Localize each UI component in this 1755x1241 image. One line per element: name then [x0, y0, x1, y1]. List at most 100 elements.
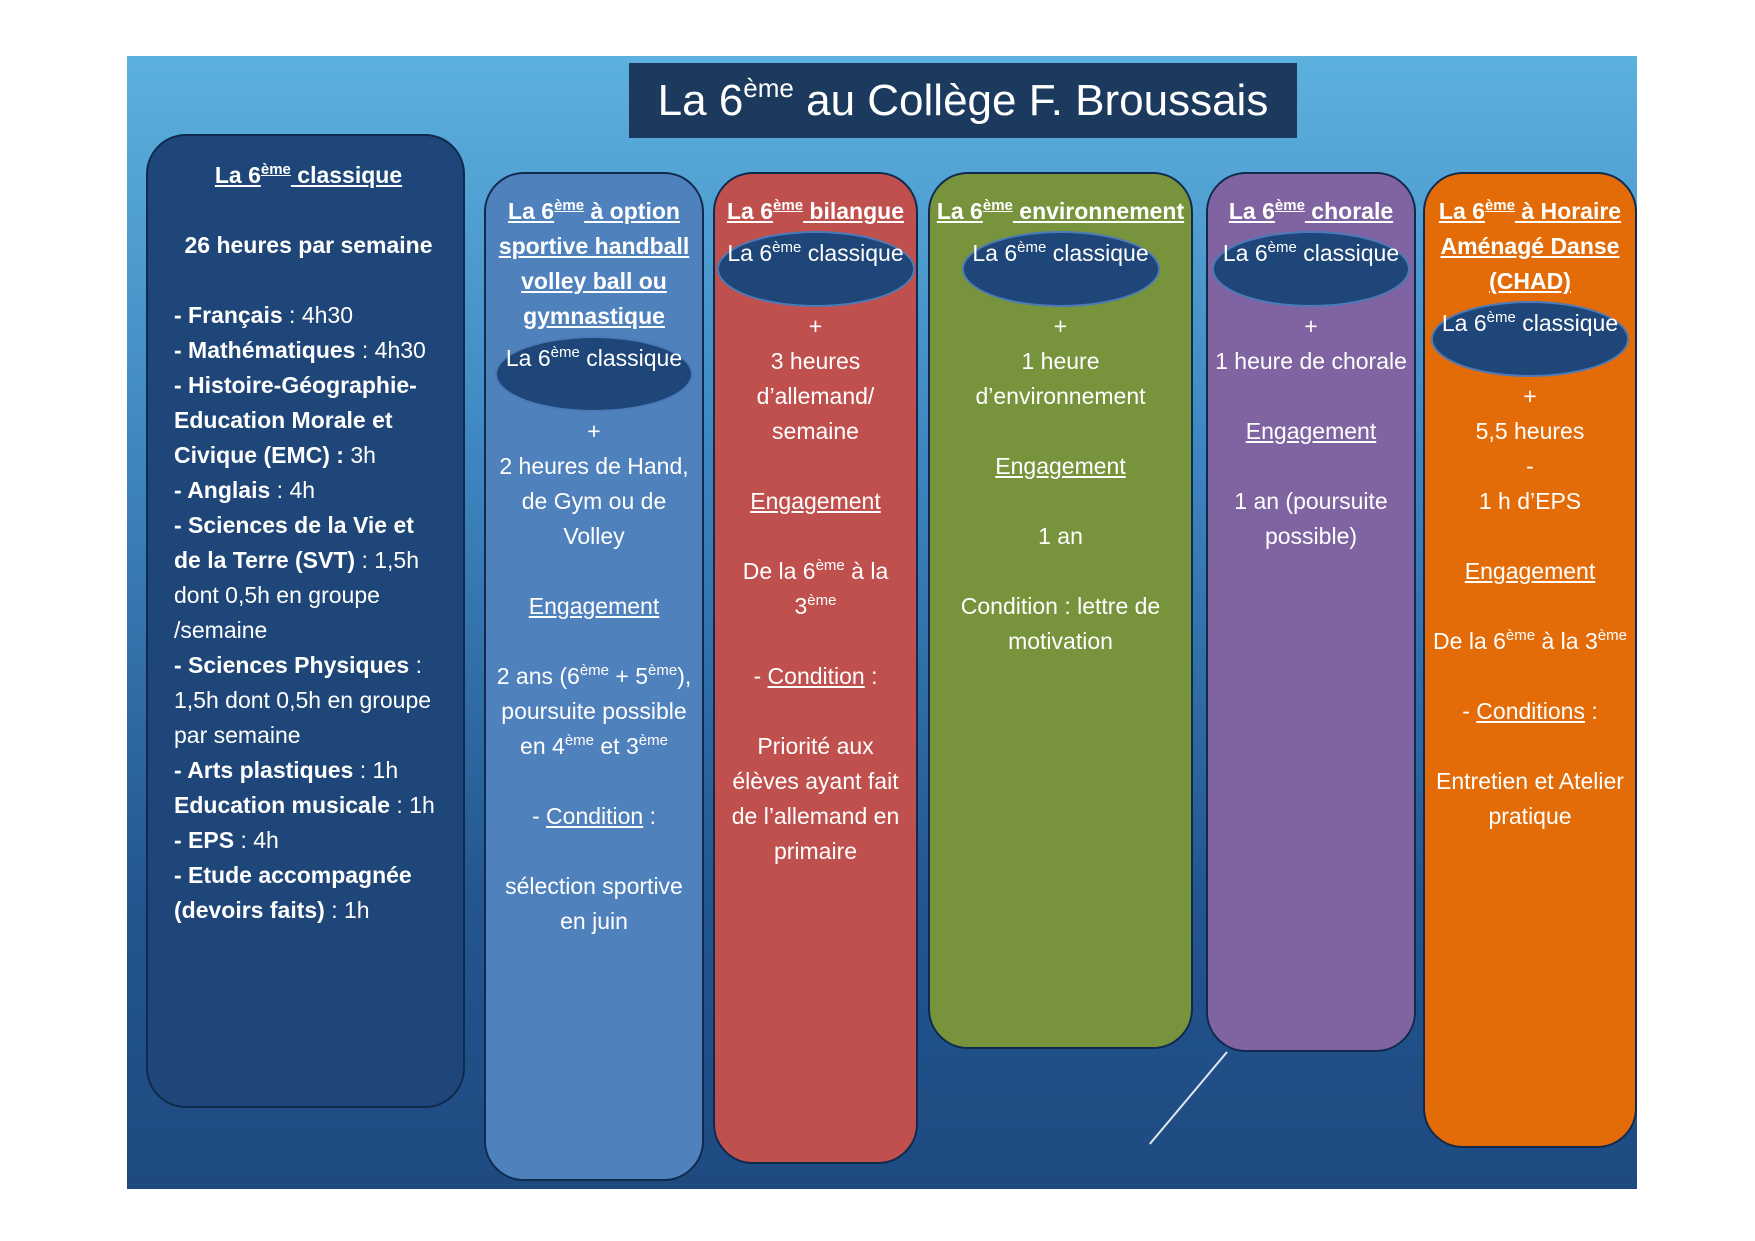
text-segment: à Horaire Aménagé Danse (CHAD): [1440, 198, 1622, 294]
column-text: 3 heures d’allemand/ semaine: [715, 344, 916, 449]
spacer: [486, 764, 702, 799]
text-segment: ème: [1267, 239, 1297, 256]
text-segment: chorale: [1304, 198, 1394, 224]
text-segment: De la 6: [742, 558, 816, 584]
spacer: [1425, 589, 1635, 624]
classique-ellipse: La 6ème classique: [495, 336, 693, 412]
text-segment: :: [643, 803, 657, 829]
spacer: [715, 449, 916, 484]
column-text: 1 heure de chorale: [1208, 344, 1414, 379]
text-segment: La 6: [508, 198, 555, 224]
text-segment: ème: [1274, 197, 1305, 214]
text-segment: environnement: [1012, 198, 1185, 224]
column-text: +: [930, 309, 1191, 344]
text-segment: sélection sportive en juin: [505, 873, 683, 934]
text-segment: - Histoire-Géographie-Education Morale e…: [174, 372, 417, 468]
text-segment: classique: [290, 162, 403, 188]
text-segment: à la 3: [794, 558, 889, 619]
text-segment: à la 3: [1535, 628, 1598, 654]
spacer: [1425, 659, 1635, 694]
text-segment: +: [808, 313, 823, 339]
column-text: 5,5 heures: [1425, 414, 1635, 449]
text-segment: :: [864, 663, 878, 689]
column-heading: La 6ème chorale: [1208, 194, 1414, 229]
text-segment: : 1,5h dont 0,5h en groupe par semaine: [174, 652, 432, 748]
column-text: Engagement: [486, 589, 702, 624]
text-segment: ème: [982, 197, 1013, 214]
column-text: 1 h d’EPS: [1425, 484, 1635, 519]
text-segment: ème: [772, 239, 802, 256]
text-segment: : 1h: [390, 792, 435, 818]
page-title: La 6ème au Collège F. Broussais: [629, 63, 1297, 138]
spacer: [1208, 379, 1414, 414]
column-heading: La 6ème à Horaire Aménagé Danse (CHAD): [1425, 194, 1635, 299]
spacer: [1425, 729, 1635, 764]
text-segment: -: [753, 663, 768, 689]
text-segment: : 1h: [353, 757, 399, 783]
text-segment: classique: [1296, 240, 1400, 266]
column-text: Engagement: [930, 449, 1191, 484]
column-heading: La 6ème environnement: [930, 194, 1191, 229]
text-segment: - EPS: [174, 827, 235, 853]
column-text: - Anglais : 4h: [148, 473, 463, 508]
spacer: [930, 554, 1191, 589]
title-text: La 6: [657, 76, 744, 125]
column-text: Entretien et Atelier pratique: [1425, 764, 1635, 834]
column-chad: La 6ème à Horaire Aménagé Danse (CHAD)La…: [1423, 172, 1637, 1148]
text-segment: : 1,5h dont 0,5h en groupe /semaine: [174, 547, 420, 643]
spacer: [715, 519, 916, 554]
column-text: +: [715, 309, 916, 344]
text-segment: ème: [554, 197, 585, 214]
text-segment: La 6: [505, 345, 551, 371]
text-segment: : 4h: [270, 477, 316, 503]
text-segment: Conditions: [1476, 698, 1585, 724]
column-text: 1 an (poursuite possible): [1208, 484, 1414, 554]
text-segment: La 6: [972, 240, 1018, 266]
spacer: [930, 484, 1191, 519]
spacer: [148, 193, 463, 228]
text-segment: La 6: [1228, 198, 1275, 224]
text-segment: : 4h: [234, 827, 279, 853]
text-segment: Engagement: [1245, 418, 1377, 444]
text-segment: Condition: [546, 803, 644, 829]
spacer: [486, 624, 702, 659]
text-segment: ème: [773, 197, 804, 214]
text-segment: Education musicale: [174, 792, 391, 818]
spacer: [1208, 449, 1414, 484]
text-segment: : 4h30: [355, 337, 426, 363]
column-text: - Conditions :: [1425, 694, 1635, 729]
text-segment: classique: [579, 345, 683, 371]
column-text: - Arts plastiques : 1h: [148, 753, 463, 788]
text-segment: 3h: [343, 442, 376, 468]
classique-ellipse: La 6ème classique: [1431, 301, 1629, 377]
text-segment: La 6: [727, 240, 773, 266]
text-segment: De la 6: [1433, 628, 1506, 654]
classique-ellipse: La 6ème classique: [961, 231, 1160, 307]
column-text: De la 6ème à la 3ème: [715, 554, 916, 624]
text-segment: 1 heure d’environnement: [975, 348, 1146, 409]
text-segment: 2 heures de Hand, de Gym ou de Volley: [499, 453, 689, 549]
text-segment: +: [1304, 313, 1318, 339]
text-segment: - Sciences Physiques: [174, 652, 410, 678]
text-segment: : 1h: [324, 897, 370, 923]
text-segment: et 3: [594, 733, 639, 759]
text-segment: ème: [1505, 627, 1536, 644]
column-heading: La 6ème à option sportive handball volle…: [486, 194, 702, 334]
text-segment: + 5: [609, 663, 649, 689]
text-segment: 1 heure de chorale: [1215, 348, 1407, 374]
column-text: - EPS : 4h: [148, 823, 463, 858]
column-sportive: La 6ème à option sportive handball volle…: [484, 172, 704, 1181]
column-text: - Sciences de la Vie et de la Terre (SVT…: [148, 508, 463, 648]
text-segment: Entretien et Atelier pratique: [1436, 768, 1624, 829]
column-text: 2 heures de Hand, de Gym ou de Volley: [486, 449, 702, 554]
text-segment: ème: [579, 662, 610, 679]
spacer: [1425, 519, 1635, 554]
text-segment: Engagement: [995, 453, 1126, 479]
spacer: [486, 834, 702, 869]
text-segment: 2 ans (6: [496, 663, 580, 689]
text-segment: ème: [1484, 197, 1515, 214]
text-segment: classique: [1046, 240, 1149, 266]
classique-ellipse: La 6ème classique: [1212, 231, 1410, 307]
text-segment: 1 an: [1038, 523, 1083, 549]
text-segment: 5,5 heures: [1475, 418, 1585, 444]
